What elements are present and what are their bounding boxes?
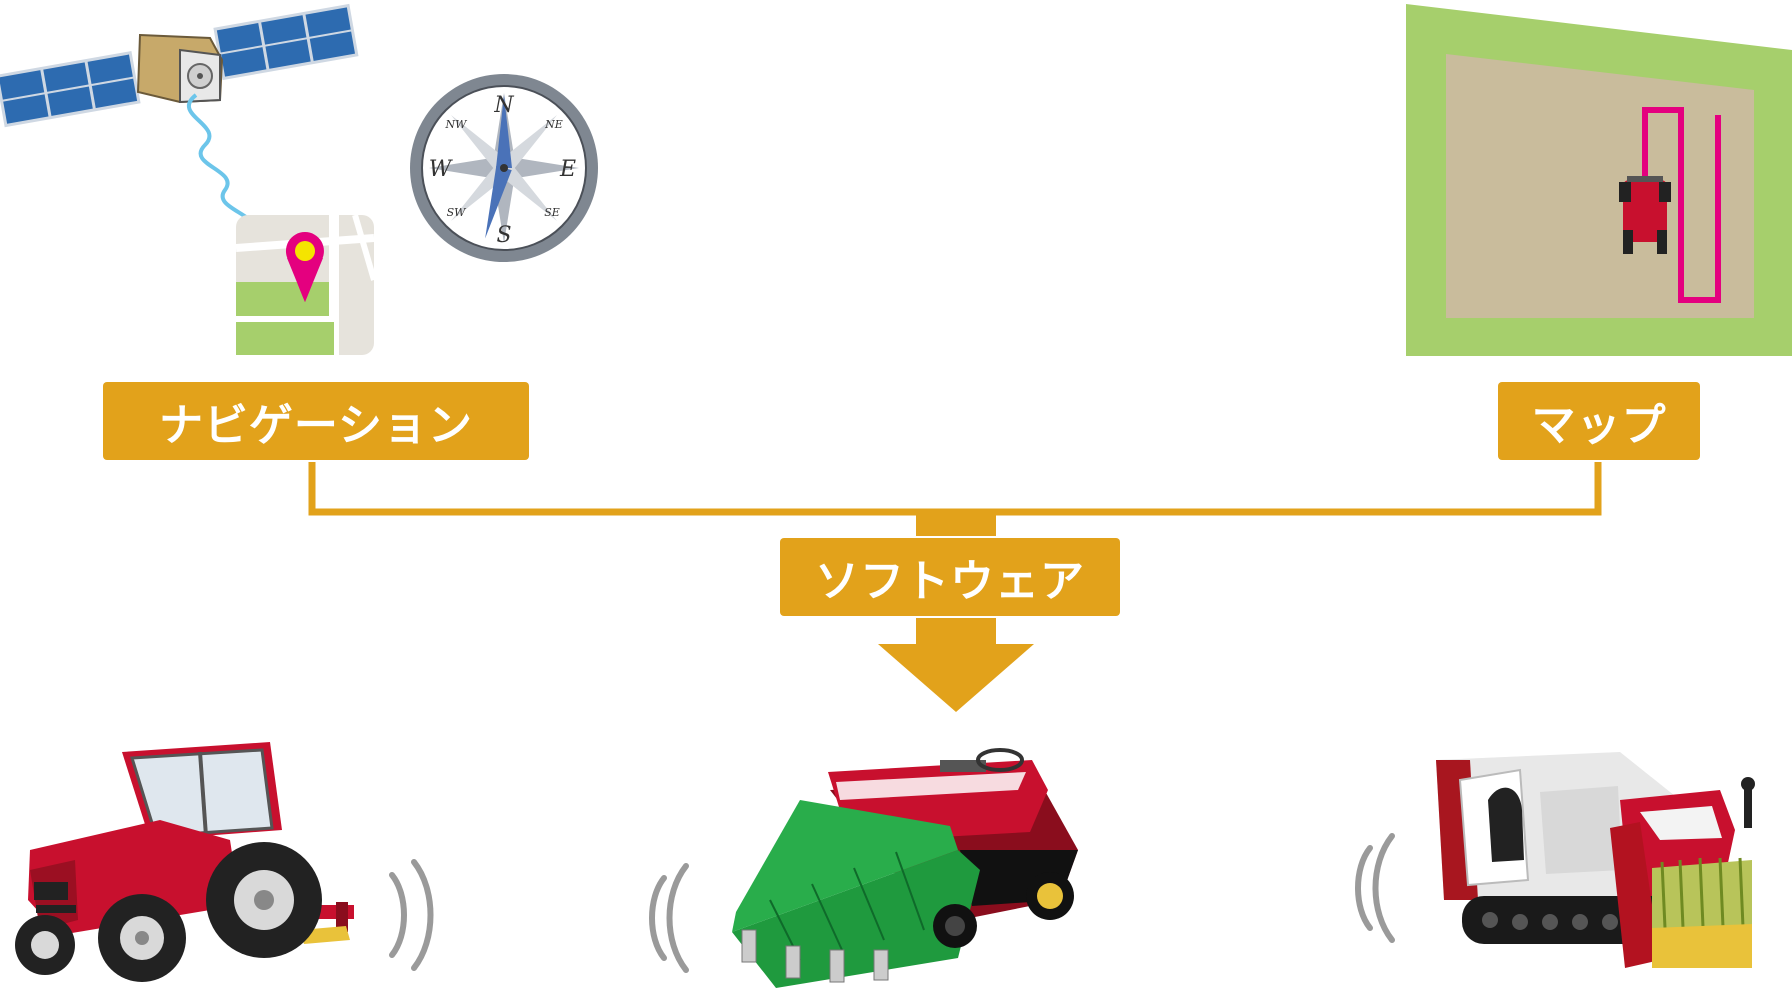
software-label: ソフトウェア — [780, 538, 1120, 616]
rice-transplanter-icon — [732, 748, 1078, 988]
compass-w-label: W — [429, 157, 454, 182]
compass-se-label: SE — [544, 206, 560, 219]
compass-ne-label: NE — [544, 118, 563, 131]
compass-n-label: N — [493, 93, 514, 118]
wireless-signal-icon — [1355, 833, 1395, 943]
map-tractor-marker — [1619, 176, 1671, 254]
compass-e-label: E — [559, 157, 576, 182]
compass-sw-label: SW — [447, 206, 468, 219]
combine-harvester-icon — [1436, 752, 1755, 968]
gps-map-pin-icon — [235, 214, 377, 355]
wireless-signal-icon — [389, 859, 434, 971]
navigation-label: ナビゲーション — [103, 382, 529, 460]
compass-nw-label: NW — [445, 118, 469, 131]
tractor-icon — [15, 742, 354, 982]
map-label: マップ — [1498, 382, 1700, 460]
field-map-icon — [1406, 4, 1792, 356]
connector-lines — [308, 462, 1602, 536]
wireless-signal-icon — [649, 863, 689, 973]
compass-icon: N S E W NE NW SE SW — [410, 74, 598, 262]
down-arrow-icon — [878, 618, 1034, 712]
compass-s-label: S — [496, 223, 511, 248]
